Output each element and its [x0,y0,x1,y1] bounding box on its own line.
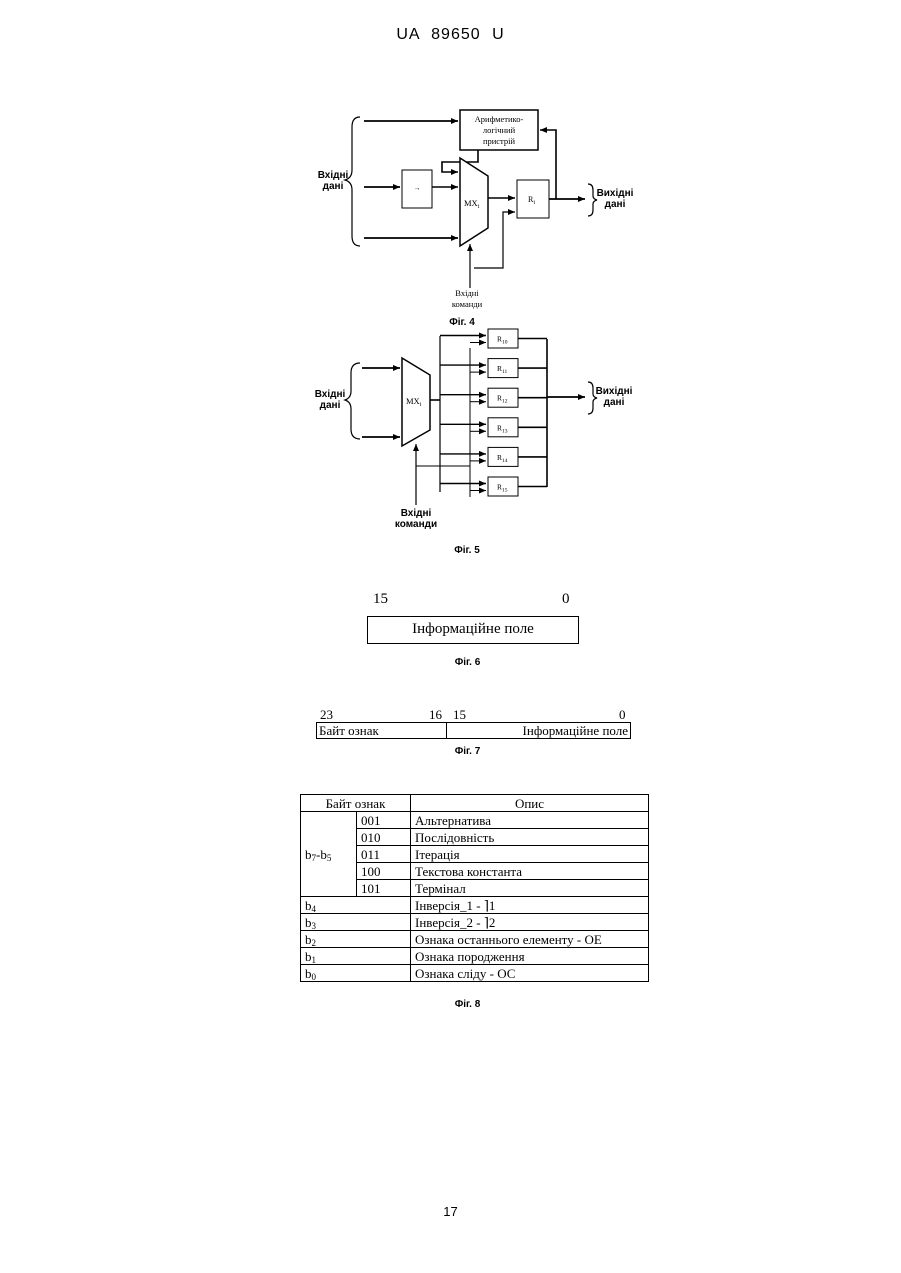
fig5-commands-label-1: Вхідні [401,508,432,519]
description-cell: Інверсія_1 - ⌉1 [411,897,649,914]
page-number: 17 [0,1204,901,1219]
fig7-feature-byte: Байт ознак [317,723,447,738]
fig5-output-label-2: дані [604,397,625,408]
table-row: b0Ознака сліду - ОС [301,965,649,982]
fig5-register-14: R14 [440,447,547,466]
description-cell: Термінал [411,880,649,897]
code-cell: 101 [357,880,411,897]
description-cell: Ознака породження [411,948,649,965]
bit-cell: b2 [301,931,411,948]
description-cell: Ітерація [411,846,649,863]
fig5-register-11: R11 [440,359,547,378]
fig7-bit-16: 16 [429,707,442,723]
fig5-register-15: R15 [440,477,547,496]
fig7-bit-15: 15 [453,707,466,723]
description-cell: Ознака останнього елементу - ОЕ [411,931,649,948]
code-cell: 010 [357,829,411,846]
table-row: b1Ознака породження [301,948,649,965]
column-header-feature-byte: Байт ознак [301,795,411,812]
figure-6-caption: Фіг. 6 [0,657,901,668]
bit-cell: b4 [301,897,411,914]
fig7-word-box: Байт ознак Інформаційне поле [316,722,631,739]
fig7-bit-0: 0 [619,707,626,723]
table-row: b3Інверсія_2 - ⌉2 [301,914,649,931]
description-cell: Текстова константа [411,863,649,880]
code-cell: 011 [357,846,411,863]
figure-7-caption: Фіг. 7 [0,746,901,757]
table-row: b2Ознака останнього елементу - ОЕ [301,931,649,948]
fig6-bit-low: 0 [562,591,570,608]
description-cell: Послідовність [411,829,649,846]
fig5-register-13: R13 [440,418,547,437]
fig5-commands-label-2: команди [395,519,437,530]
figure-8-caption: Фіг. 8 [0,999,901,1010]
description-cell: Інверсія_2 - ⌉2 [411,914,649,931]
description-cell: Альтернатива [411,812,649,829]
figure-5-caption: Фіг. 5 [454,545,480,556]
fig5-output-label-1: Вихідні [596,386,633,397]
bit-cell: b1 [301,948,411,965]
fig5-input-label-1: Вхідні [315,389,346,400]
fig5-input-label-2: дані [320,400,341,411]
column-header-description: Опис [411,795,649,812]
code-cell: 001 [357,812,411,829]
bit-cell: b3 [301,914,411,931]
fig6-bit-high: 15 [373,591,388,608]
table-row: b4Інверсія_1 - ⌉1 [301,897,649,914]
fig6-information-field: Інформаційне поле [367,616,579,644]
fig5-register-10: R10 [440,329,547,348]
bit-cell: b0 [301,965,411,982]
description-cell: Ознака сліду - ОС [411,965,649,982]
table-header-row: Байт ознак Опис [301,795,649,812]
table-row: b7-b5001Альтернатива [301,812,649,829]
fig7-bit-23: 23 [320,707,333,723]
fig8-feature-table: Байт ознак Опис b7-b5001Альтернатива010П… [300,794,649,982]
fig7-information-field: Інформаційне поле [523,723,628,738]
code-cell: 100 [357,863,411,880]
group-bits-cell: b7-b5 [301,812,357,897]
fig5-register-12: R12 [440,388,547,407]
figure-5-diagram: R10R11R12R13R14R15 Вхідні дані Вихідні д… [0,0,901,565]
